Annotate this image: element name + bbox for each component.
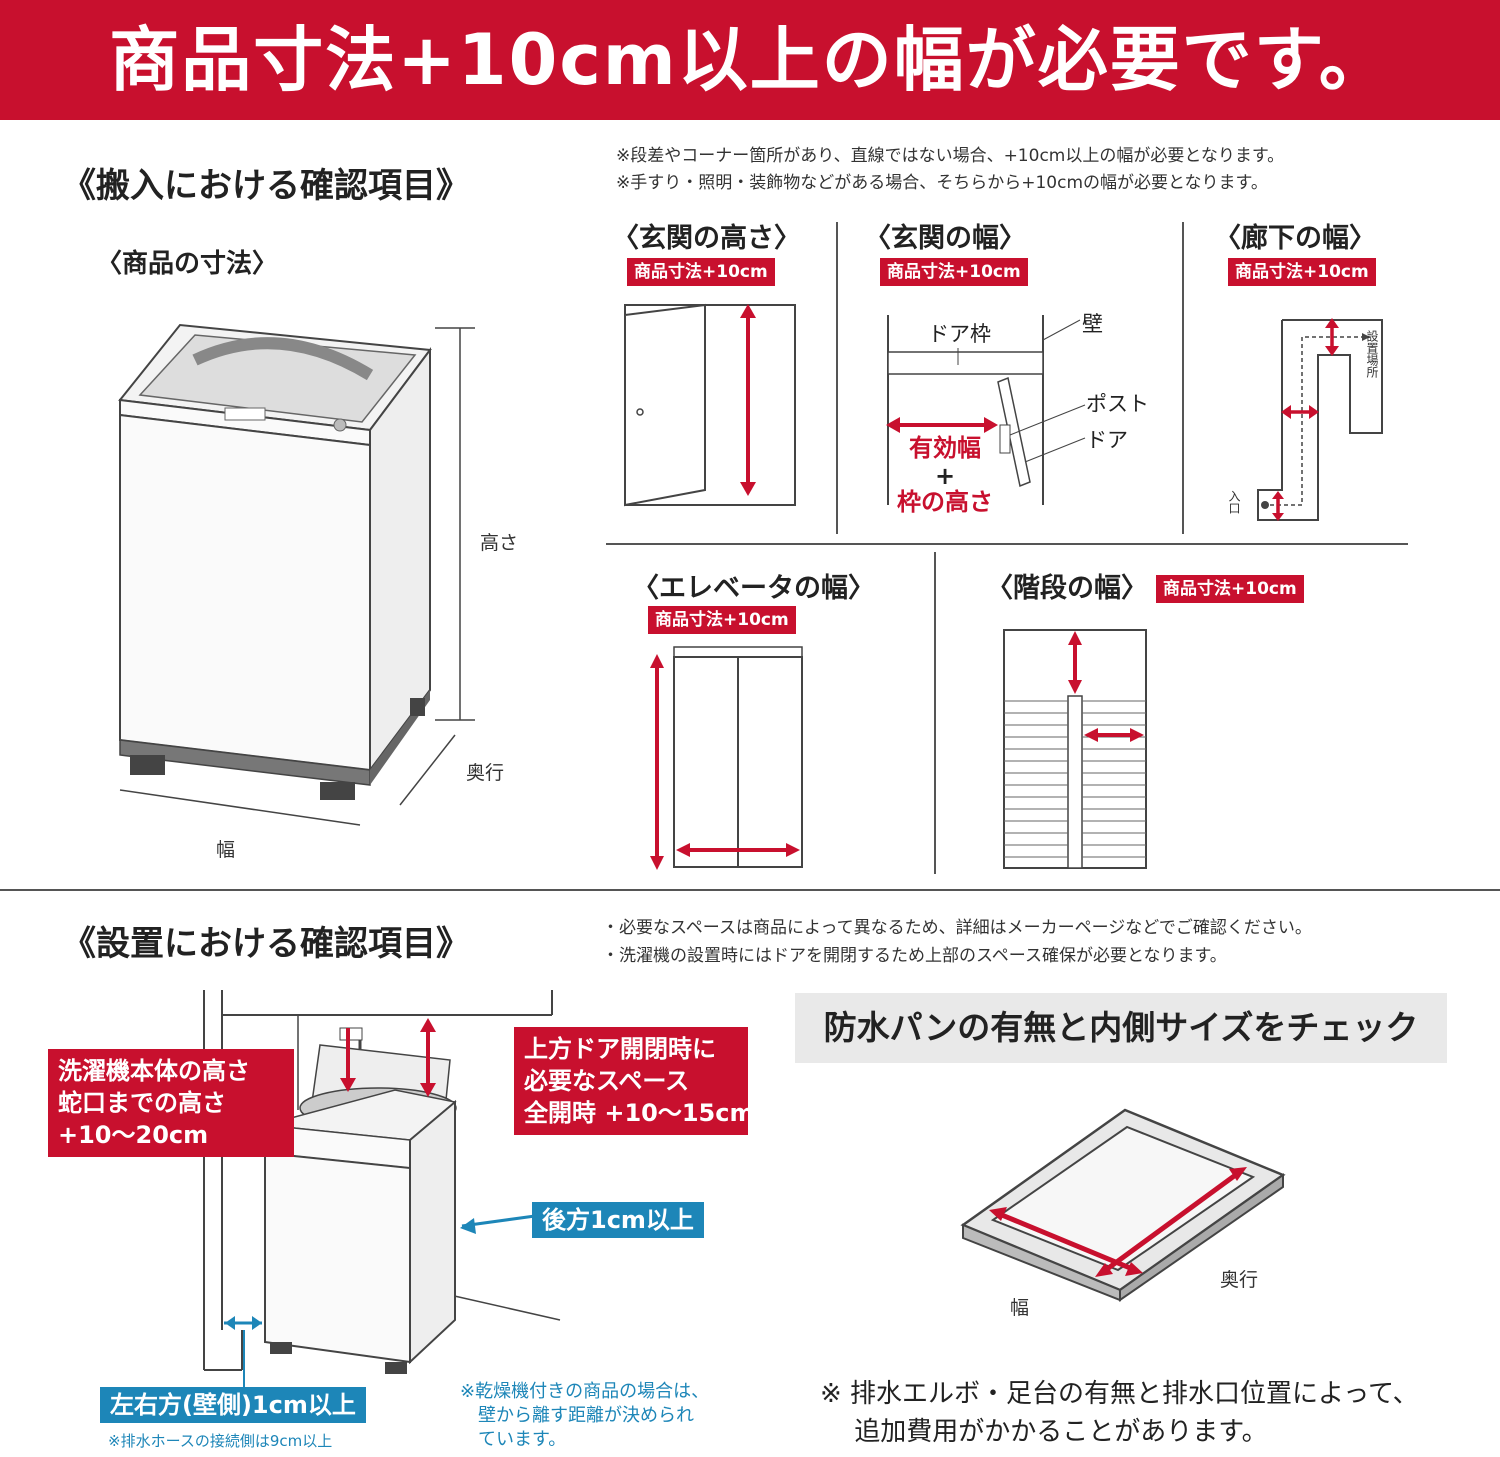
corridor-width-title: 〈廊下の幅〉 bbox=[1214, 223, 1376, 254]
height-requirement-box: 洗濯機本体の高さ 蛇口までの高さ +10〜20cm bbox=[48, 1049, 294, 1157]
effective-width-label: 有効幅 bbox=[909, 434, 981, 462]
corridor-width-diagram bbox=[1257, 318, 1383, 521]
stairs-width-tag: 商品寸法+10cm bbox=[1156, 575, 1304, 603]
top-space-line-3: 全開時 +10〜15cm bbox=[524, 1099, 755, 1127]
waterproof-pan-illustration bbox=[960, 1108, 1286, 1302]
delivery-note-2: ※手すり・照明・装飾物などがある場合、そちらから+10cmの幅が必要となります。 bbox=[616, 173, 1268, 193]
panel-divider-horizontal bbox=[606, 543, 1408, 545]
install-note-1: ・必要なスペースは商品によって異なるため、詳細はメーカーページなどでご確認くださ… bbox=[602, 918, 1312, 938]
door-frame-label: ドア枠 bbox=[928, 322, 991, 346]
rear-clearance-box: 後方1cm以上 bbox=[532, 1202, 704, 1238]
divider-1 bbox=[836, 222, 838, 534]
height-requirement-line-2: 蛇口までの高さ bbox=[58, 1089, 226, 1117]
divider-2 bbox=[1182, 222, 1184, 534]
post-label: ポスト bbox=[1086, 392, 1149, 416]
corridor-width-tag: 商品寸法+10cm bbox=[1228, 258, 1376, 286]
product-dimensions-title: 〈商品の寸法〉 bbox=[96, 249, 279, 279]
side-clearance-box: 左右方(壁側)1cm以上 bbox=[100, 1387, 366, 1423]
washing-machine-illustration bbox=[118, 323, 475, 826]
stairs-width-diagram bbox=[1003, 629, 1147, 869]
door-label: ドア bbox=[1086, 428, 1128, 452]
delivery-note-1: ※段差やコーナー箇所があり、直線ではない場合、+10cm以上の幅が必要となります… bbox=[616, 146, 1285, 166]
pan-check-banner: 防水パンの有無と内側サイズをチェック bbox=[795, 993, 1447, 1063]
entrance-width-diagram bbox=[886, 315, 1086, 505]
installed-machine-illustration bbox=[203, 990, 561, 1390]
delivery-section-title: 《搬入における確認項目》 bbox=[62, 166, 470, 206]
install-place-label: 設置場所 bbox=[1365, 330, 1379, 378]
top-space-line-1: 上方ドア開閉時に bbox=[524, 1035, 716, 1063]
wall-label: 壁 bbox=[1082, 312, 1103, 336]
divider-3 bbox=[934, 552, 936, 874]
stairs-width-title: 〈階段の幅〉 bbox=[986, 573, 1148, 604]
corridor-entrance-label: 入口 bbox=[1227, 490, 1241, 514]
height-requirement-line-3: +10〜20cm bbox=[58, 1121, 209, 1149]
entrance-height-tag: 商品寸法+10cm bbox=[627, 258, 775, 286]
top-space-line-2: 必要なスペース bbox=[524, 1067, 690, 1095]
product-height-label: 高さ bbox=[480, 532, 519, 554]
elevator-width-title: 〈エレベータの幅〉 bbox=[632, 573, 875, 604]
height-requirement-line-1: 洗濯機本体の高さ bbox=[58, 1057, 250, 1085]
banner-title: 商品寸法+10cm以上の幅が必要です。 bbox=[0, 0, 1500, 120]
frame-height-label: 枠の高さ bbox=[897, 488, 993, 516]
pan-width-label: 幅 bbox=[1010, 1297, 1030, 1319]
entrance-width-title: 〈玄関の幅〉 bbox=[864, 223, 1026, 254]
dryer-note: ※乾燥機付きの商品の場合は、 壁から離す距離が決められ ています。 bbox=[460, 1381, 710, 1450]
product-depth-label: 奥行 bbox=[466, 762, 505, 784]
elevator-width-tag: 商品寸法+10cm bbox=[648, 606, 796, 634]
install-section-title: 《設置における確認項目》 bbox=[62, 924, 470, 964]
elevator-width-diagram bbox=[650, 646, 803, 870]
top-space-box: 上方ドア開閉時に 必要なスペース 全開時 +10〜15cm bbox=[514, 1027, 755, 1135]
section-divider bbox=[0, 889, 1500, 891]
entrance-height-diagram bbox=[624, 303, 796, 507]
install-note-2: ・洗濯機の設置時にはドアを開閉するため上部のスペース確保が必要となります。 bbox=[602, 946, 1227, 966]
hose-note: ※排水ホースの接続側は9cm以上 bbox=[108, 1432, 333, 1450]
product-width-label: 幅 bbox=[216, 839, 236, 861]
entrance-width-tag: 商品寸法+10cm bbox=[880, 258, 1028, 286]
plus-label: + bbox=[934, 462, 956, 490]
pan-depth-label: 奥行 bbox=[1220, 1269, 1259, 1291]
entrance-height-title: 〈玄関の高さ〉 bbox=[612, 223, 801, 254]
additional-cost-note: ※ 排水エルボ・足台の有無と排水口位置によって、 追加費用がかかることがあります… bbox=[820, 1379, 1419, 1447]
